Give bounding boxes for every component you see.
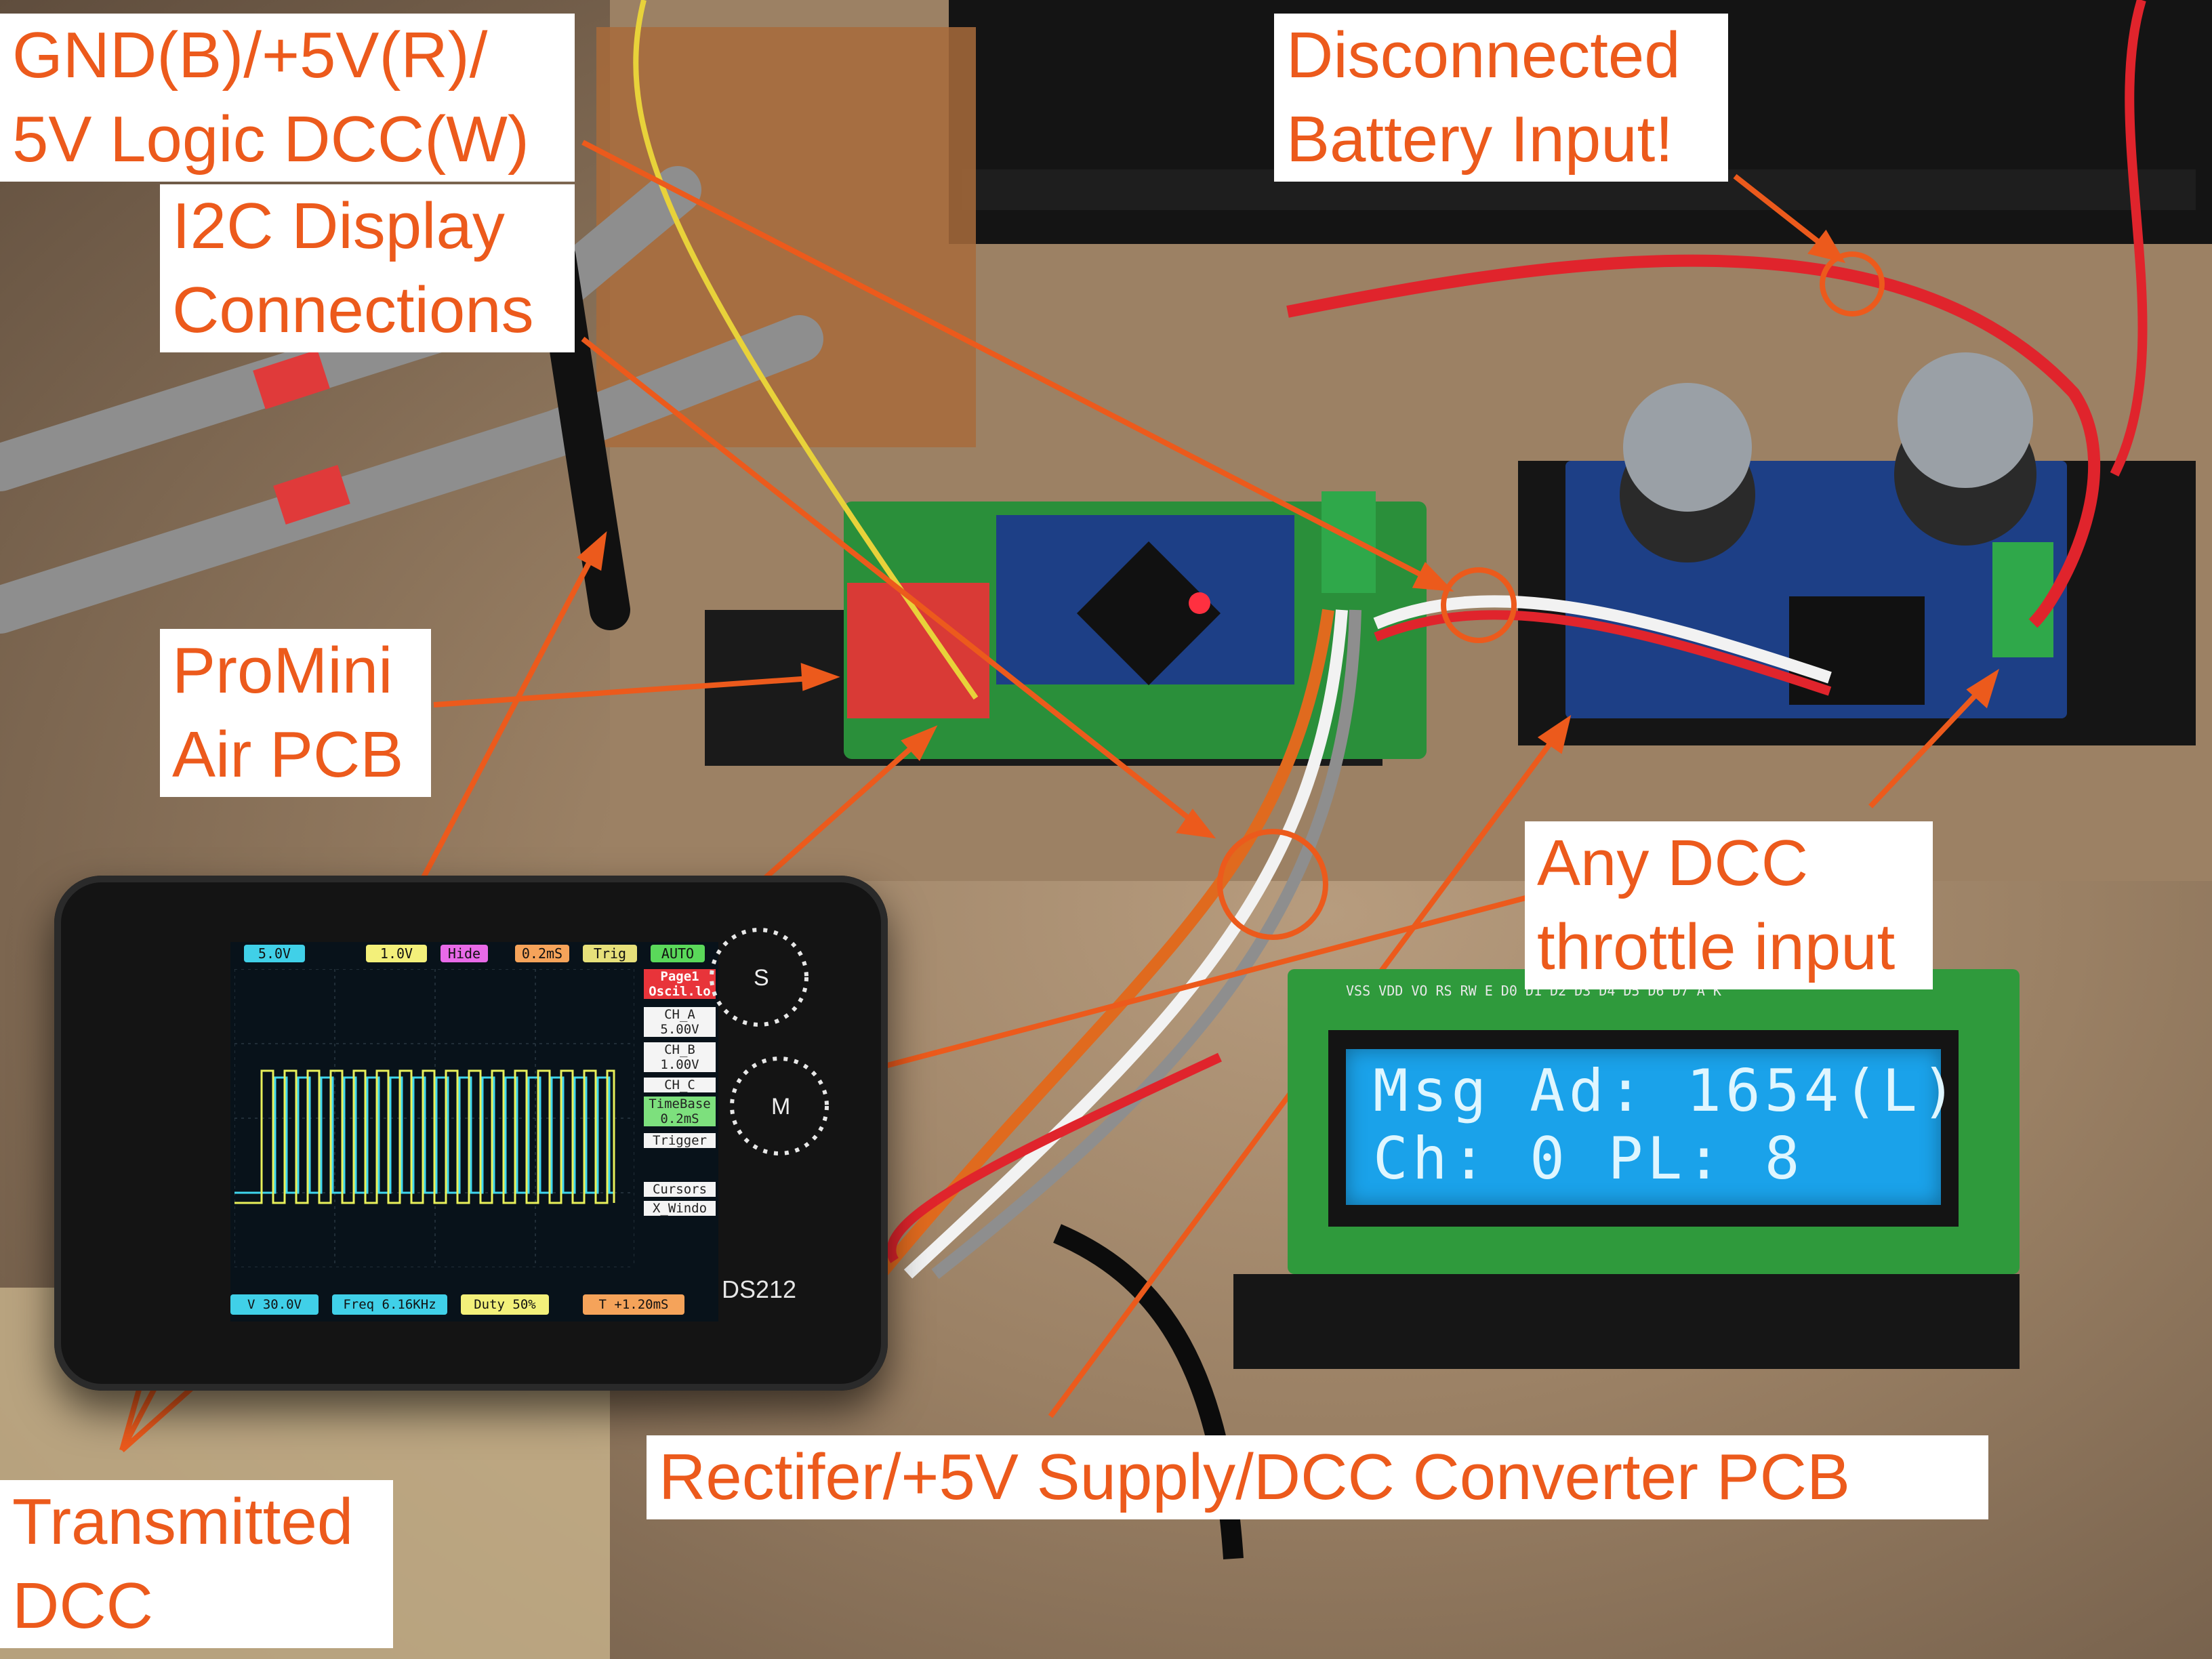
- scope-button-m: M: [771, 1094, 790, 1120]
- label-wiring: GND(B)/+5V(R)/ 5V Logic DCC(W): [0, 14, 575, 182]
- lcd-frame: Msg Ad: 1654(L) Ch: 0 PL: 8: [1328, 1030, 1959, 1227]
- label-throttle: Any DCC throttle input: [1525, 821, 1933, 989]
- scope-button-s: S: [754, 965, 769, 991]
- scope-hide: Hide: [441, 945, 488, 962]
- scope-ch-b: CH_B 1.00V: [644, 1042, 716, 1072]
- probe-2: [0, 315, 823, 634]
- label-battery: Disconnected Battery Input!: [1274, 14, 1728, 182]
- scope-ch-a: CH_A 5.00V: [644, 1007, 716, 1037]
- scope-t: T +1.20mS: [583, 1294, 684, 1315]
- scope-page: Page1 Oscil.lo: [644, 969, 716, 999]
- scope-trigger: Trig: [583, 945, 637, 962]
- scope-duty: Duty 50%: [461, 1294, 549, 1315]
- scope-trigger-panel: Trigger: [644, 1133, 716, 1148]
- label-i2c: I2C Display Connections: [160, 184, 575, 352]
- label-rectifier: Rectifer/+5V Supply/DCC Converter PCB: [647, 1435, 1988, 1519]
- lcd-line-2: Ch: 0 PL: 8: [1373, 1125, 1804, 1193]
- scope-model: DS212: [722, 1275, 797, 1303]
- lcd-line-1: Msg Ad: 1654(L): [1373, 1057, 1961, 1125]
- scope-ch-c: CH_C: [644, 1078, 716, 1092]
- scope-waveform: [234, 969, 634, 1267]
- scope-auto: AUTO: [651, 945, 705, 962]
- label-promini: ProMini Air PCB: [160, 629, 431, 797]
- scope-ch-a-scale: 5.0V: [244, 945, 305, 962]
- scope-timebase: 0.2mS: [515, 945, 569, 962]
- scope-ch-b-scale: 1.0V: [366, 945, 427, 962]
- scope-cursors: Cursors: [644, 1182, 716, 1197]
- battery-wire: [1286, 254, 2101, 628]
- scope-top-bar: 5.0V 1.0V Hide 0.2mS Trig AUTO: [230, 942, 718, 966]
- lcd-panel: Msg Ad: 1654(L) Ch: 0 PL: 8: [1346, 1049, 1957, 1205]
- scope-timebase-panel: TimeBase 0.2mS: [644, 1097, 716, 1126]
- scope-dial-s: [710, 928, 808, 1027]
- scope-freq: Freq 6.16KHz: [332, 1294, 447, 1315]
- lcd-module: VSS VDD VO RS RW E D0 D1 D2 D3 D4 D5 D6 …: [1288, 969, 2020, 1274]
- scope-buttons: S M: [710, 928, 829, 1155]
- scope-dial-m: [730, 1057, 829, 1155]
- scope-window: X_Windo: [644, 1201, 716, 1216]
- scope-screen: 5.0V 1.0V Hide 0.2mS Trig AUTO: [230, 942, 718, 1322]
- scope-volt: V 30.0V: [230, 1294, 319, 1315]
- label-transmitted: Transmitted DCC: [0, 1480, 393, 1648]
- oscilloscope: 5.0V 1.0V Hide 0.2mS Trig AUTO: [54, 876, 888, 1391]
